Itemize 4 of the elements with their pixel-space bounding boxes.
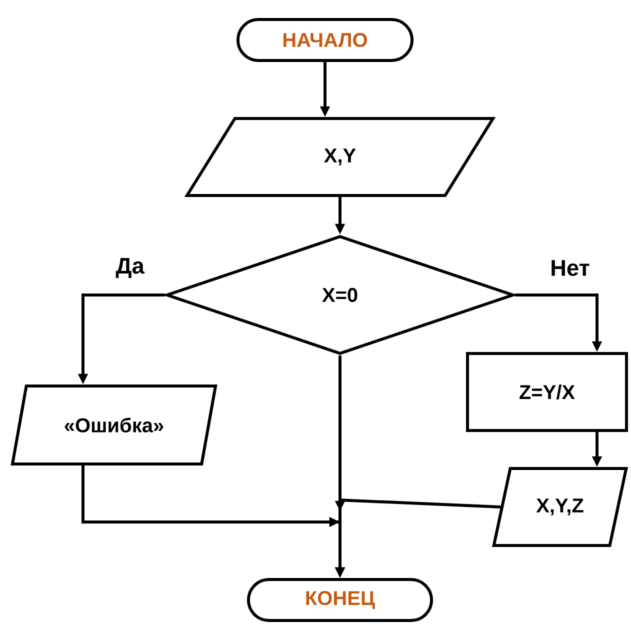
edge-label: Нет [548,258,592,278]
edge-label: Да [114,256,146,280]
input-output-parallelogram: «Ошибка» [10,384,218,466]
process-box: Z=Y/X [466,352,628,432]
